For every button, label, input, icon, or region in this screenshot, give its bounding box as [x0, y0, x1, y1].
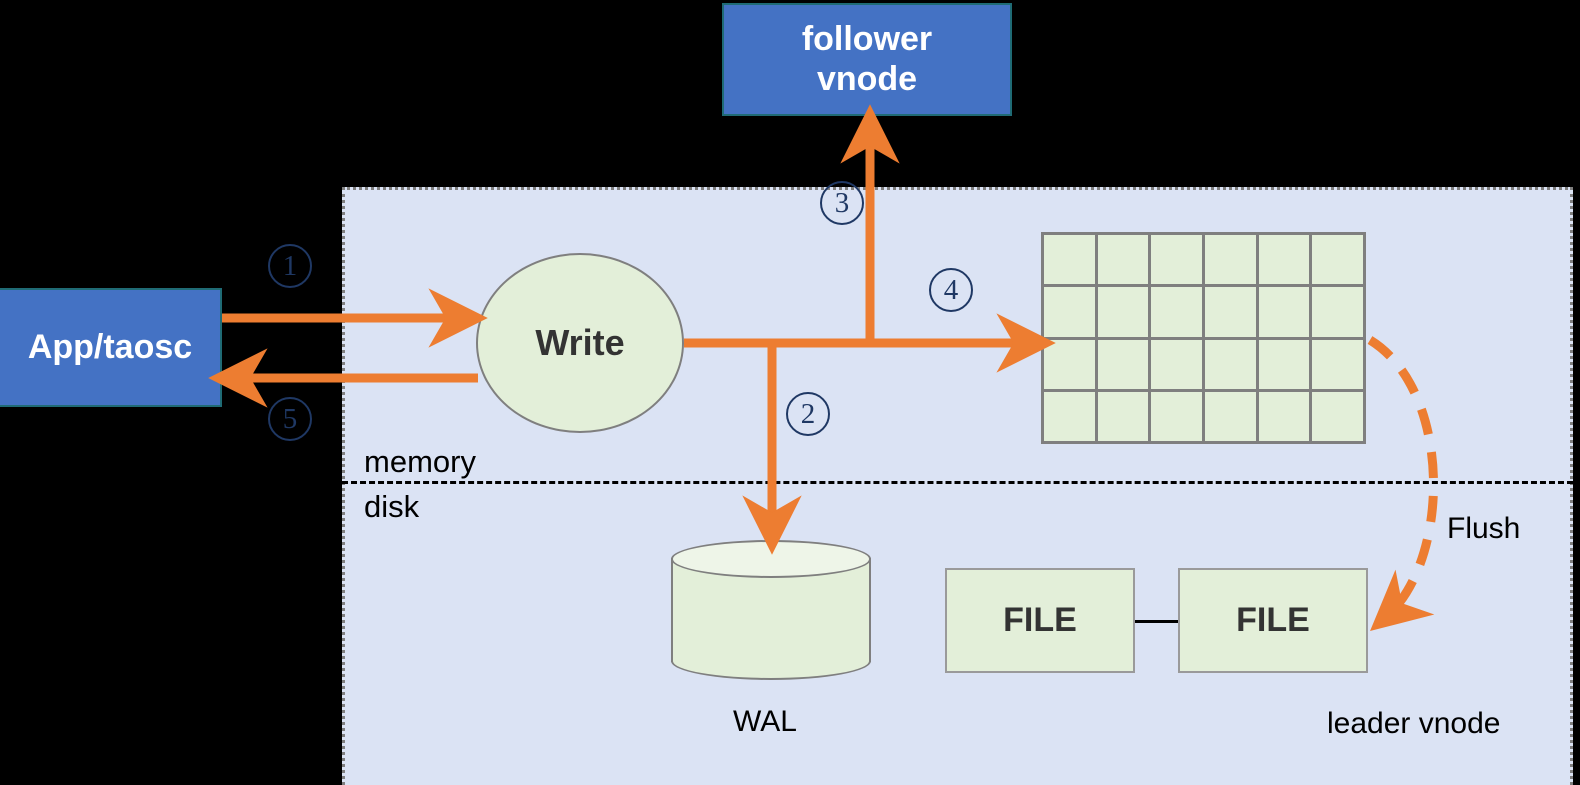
file-label-2: FILE [1236, 601, 1310, 639]
step-badge-3: 3 [820, 181, 864, 225]
app-taosc-node[interactable]: App/taosc [0, 288, 222, 407]
step-badge-1: 1 [268, 244, 312, 288]
write-node[interactable]: Write [476, 253, 684, 433]
memtable-cell [1312, 287, 1363, 337]
follower-vnode-node[interactable]: follower vnode [722, 3, 1012, 116]
memtable-cell [1258, 235, 1310, 285]
memtable-cell [1151, 235, 1202, 285]
memtable-cell [1151, 391, 1202, 441]
memtable-cell [1205, 339, 1256, 389]
memtable-grid [1041, 232, 1366, 444]
memtable-cell [1205, 235, 1256, 285]
memtable-cell [1151, 287, 1202, 337]
step-badge-5: 5 [268, 397, 312, 441]
disk-label: disk [364, 489, 420, 524]
file-label-1: FILE [1003, 601, 1077, 639]
file-connector-line [1135, 620, 1180, 623]
wal-cylinder [671, 540, 871, 680]
memtable-cell [1312, 339, 1363, 389]
memory-disk-divider [342, 481, 1573, 484]
follower-label-line2: vnode [816, 59, 918, 98]
step-badge-4: 4 [929, 268, 973, 312]
memtable-cell [1097, 235, 1149, 285]
memory-label: memory [364, 444, 476, 479]
wal-label: WAL [733, 705, 797, 738]
memtable-cell [1312, 391, 1363, 441]
flush-label: Flush [1447, 512, 1521, 545]
app-taosc-label: App/taosc [27, 327, 193, 366]
memtable-cell [1044, 287, 1095, 337]
memtable-cell [1044, 235, 1095, 285]
memtable-cell [1258, 339, 1310, 389]
step-badge-2: 2 [786, 392, 830, 436]
memtable-cell [1258, 287, 1310, 337]
follower-vnode-label: follower vnode [802, 20, 932, 98]
memtable-cell [1312, 235, 1363, 285]
wal-cylinder-top [671, 540, 871, 578]
memtable-cell [1097, 339, 1149, 389]
memtable-cell [1044, 339, 1095, 389]
follower-label-line1: follower [801, 20, 933, 59]
leader-vnode-label: leader vnode [1327, 707, 1501, 740]
memtable-cell [1044, 391, 1095, 441]
memtable-cell [1205, 391, 1256, 441]
memtable-cell [1097, 391, 1149, 441]
memtable-cell [1205, 287, 1256, 337]
file-node-2[interactable]: FILE [1178, 568, 1368, 673]
memtable-cell [1151, 339, 1202, 389]
memtable-cell [1258, 391, 1310, 441]
file-node-1[interactable]: FILE [945, 568, 1135, 673]
write-label: Write [535, 322, 625, 363]
memtable-cell [1097, 287, 1149, 337]
